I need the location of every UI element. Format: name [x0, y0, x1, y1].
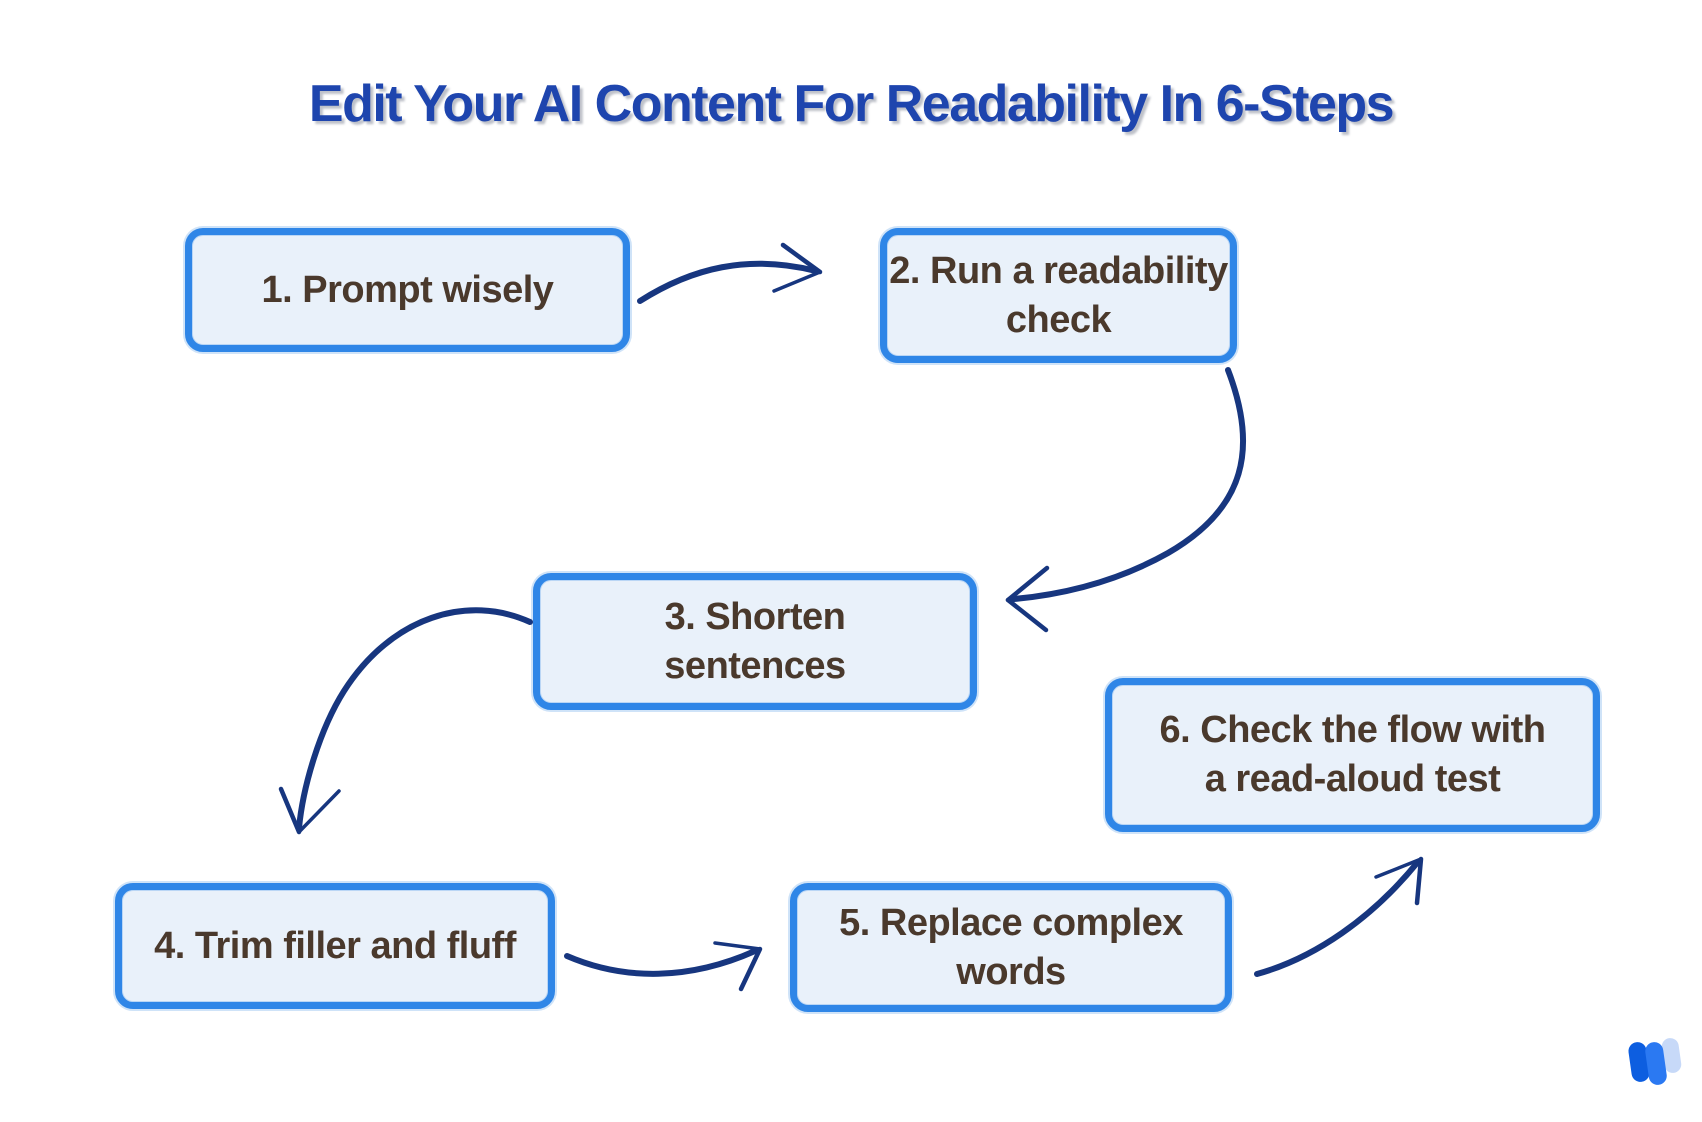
arrow-3-4-icon: [278, 607, 533, 835]
step-box-3: 3. Shorten sentences: [533, 573, 977, 710]
step-label-5: 5. Replace complex words: [839, 901, 1183, 993]
step-label-3: 3. Shorten sentences: [664, 595, 846, 687]
arrow-2-3-icon: [1005, 367, 1247, 633]
step-label-4: 4. Trim filler and fluff: [154, 924, 516, 967]
step-box-6: 6. Check the flow with a read-aloud test: [1105, 678, 1600, 832]
step-box-2: 2. Run a readability check: [880, 228, 1237, 363]
arrow-4-5-icon: [564, 941, 763, 992]
arrow-1-2-icon: [637, 242, 823, 304]
step-label-1: 1. Prompt wisely: [261, 268, 554, 311]
step-box-4: 4. Trim filler and fluff: [115, 883, 555, 1009]
brand-w-icon: [1628, 1038, 1682, 1085]
step-label-6: 6. Check the flow with a read-aloud test: [1159, 709, 1546, 800]
step-box-1: 1. Prompt wisely: [185, 228, 630, 352]
step-label-2: 2. Run a readability check: [889, 249, 1228, 341]
step-box-5: 5. Replace complex words: [790, 883, 1232, 1012]
page-title: Edit Your AI Content For Readability In …: [308, 75, 1395, 133]
arrow-5-6-icon: [1254, 856, 1424, 977]
